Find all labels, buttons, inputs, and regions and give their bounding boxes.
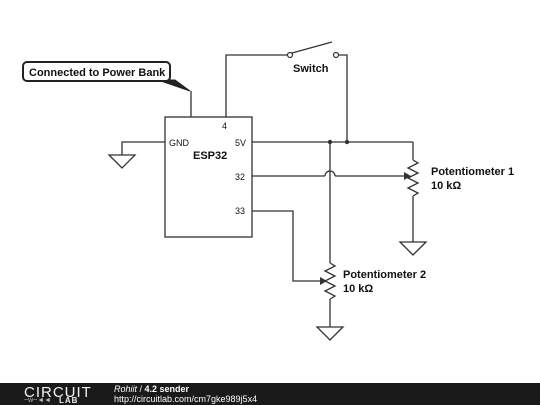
circuit-url[interactable]: http://circuitlab.com/cm7gke989j5x4: [114, 394, 258, 404]
wire-pin32: [252, 170, 411, 180]
switch: Switch: [225, 41, 348, 142]
credit-line: Rohiit / 4.2 sender: [114, 384, 189, 394]
pin-5v: 5V: [235, 138, 246, 148]
switch-label: Switch: [293, 63, 329, 75]
footer-bar: CIRCUIT ~w~◄◄ LAB Rohiit / 4.2 sender ht…: [0, 383, 540, 405]
pot2-value: 10 kΩ: [343, 283, 373, 295]
credit-separator: /: [137, 384, 145, 394]
potentiometer-2: Potentiometer 2 10 kΩ: [323, 262, 426, 327]
ground-symbol-pot2: [315, 326, 345, 341]
pot1-value: 10 kΩ: [431, 180, 461, 192]
circuitlab-logo[interactable]: CIRCUIT: [24, 384, 92, 401]
resistor-logo-icon: ~w~◄◄: [24, 397, 52, 404]
esp32-label: ESP32: [193, 150, 227, 162]
circuit-schematic: Connected to Power Bank ESP32 GND 4 5V 3…: [22, 41, 514, 341]
potentiometer-1: Potentiometer 1 10 kΩ: [406, 142, 514, 242]
ground-symbol-pot1: [398, 241, 428, 256]
callout-text: Connected to Power Bank: [29, 67, 166, 79]
wire-pin33: [252, 210, 327, 285]
ground-symbol-esp32: [107, 141, 165, 169]
pin-32: 32: [235, 172, 245, 182]
pot2-name: Potentiometer 2: [343, 269, 426, 281]
pin-4: 4: [222, 121, 227, 131]
author-name[interactable]: Rohiit: [114, 384, 138, 394]
esp32-module: ESP32 GND 4 5V 32 33: [164, 116, 253, 238]
power-bank-callout: Connected to Power Bank: [22, 61, 191, 92]
wire-5v-rail: [252, 139, 413, 145]
pin-33: 33: [235, 206, 245, 216]
pin-gnd: GND: [169, 138, 190, 148]
pot1-name: Potentiometer 1: [431, 166, 514, 178]
circuit-title[interactable]: 4.2 sender: [144, 384, 190, 394]
circuitlab-logo-lab: LAB: [59, 396, 79, 405]
